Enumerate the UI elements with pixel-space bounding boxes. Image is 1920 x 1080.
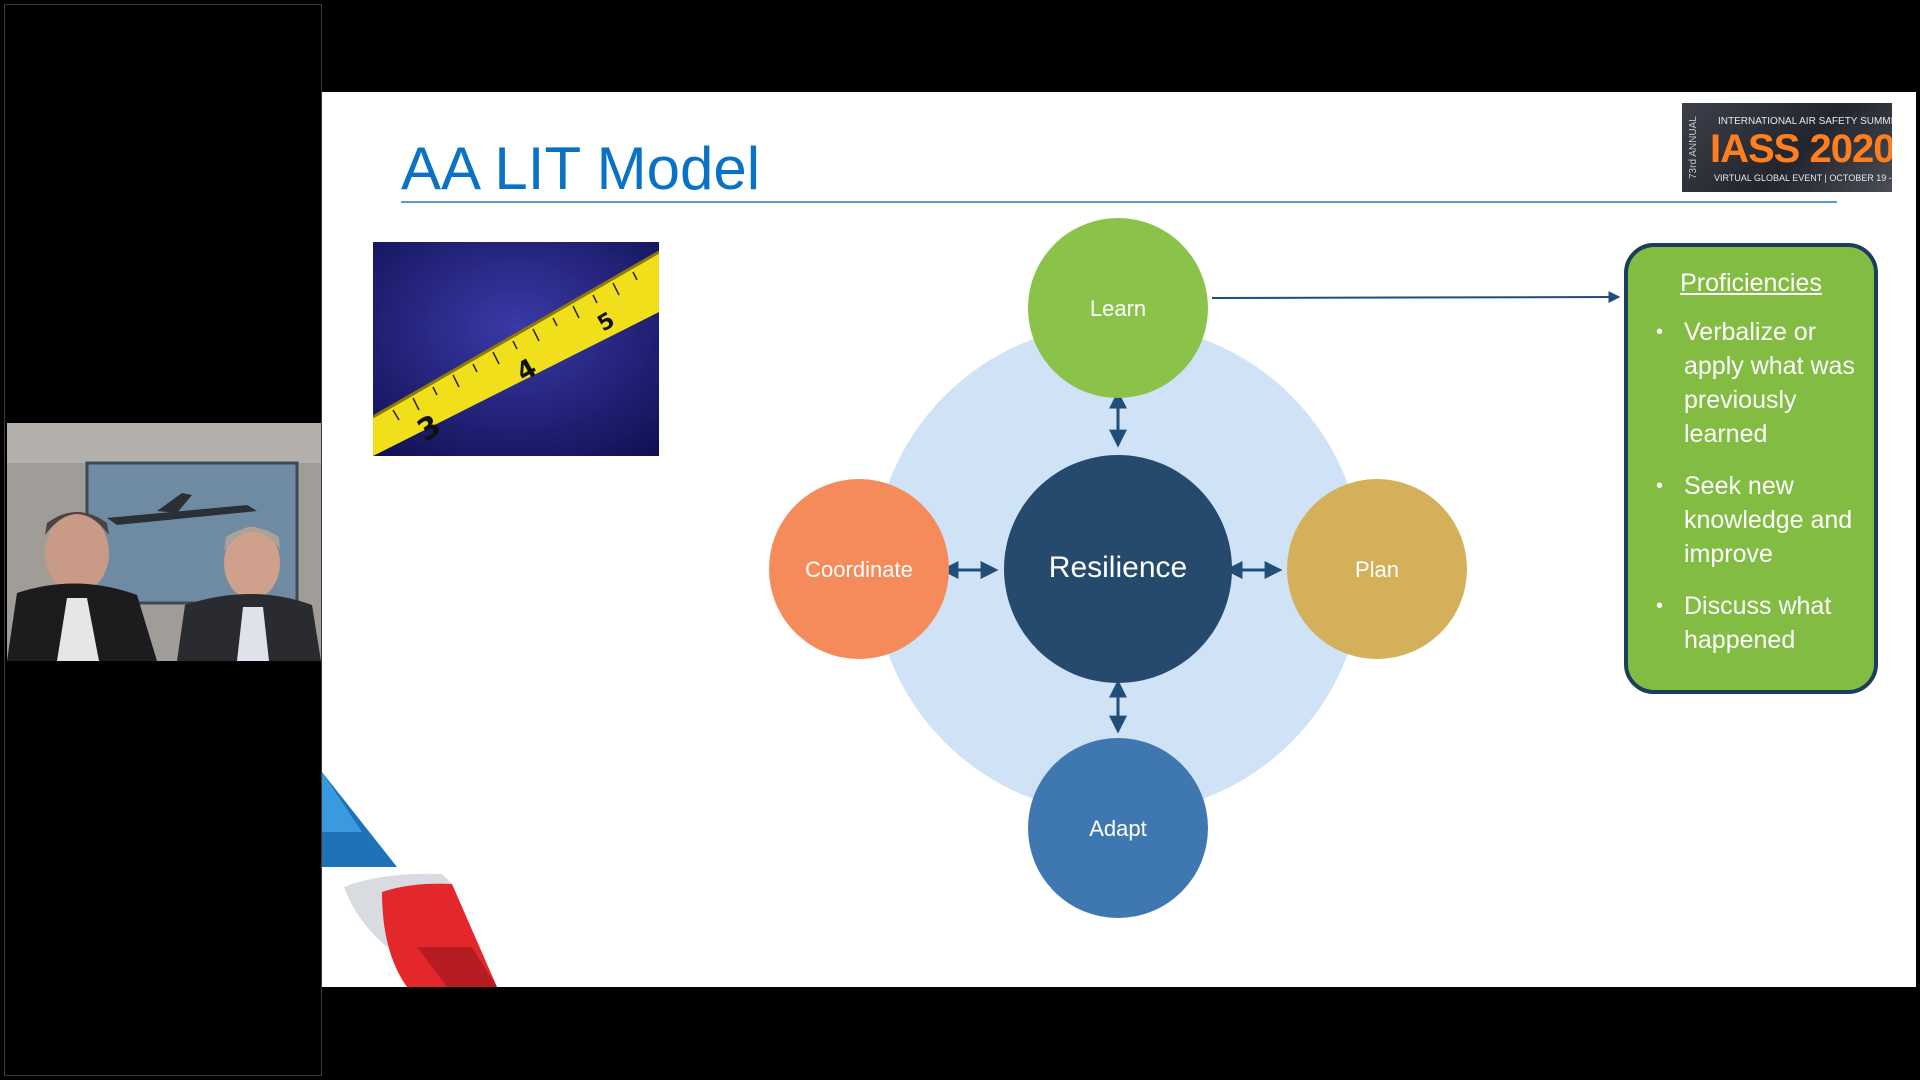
slide-title: AA LIT Model	[401, 135, 761, 202]
iass-logo-top-text: INTERNATIONAL AIR SAFETY SUMMIT	[1718, 116, 1892, 127]
adapt-label: Adapt	[1089, 816, 1147, 841]
video-panel	[4, 4, 322, 1076]
adapt-node	[1028, 738, 1208, 918]
bullet-icon: •	[1656, 595, 1664, 617]
learn-label: Learn	[1089, 296, 1147, 321]
bullet-icon: •	[1656, 321, 1664, 343]
proficiency-text: Seek new knowledge and improve	[1684, 472, 1853, 568]
list-item: • Verbalize or apply what was previously …	[1656, 315, 1866, 451]
plan-node	[1287, 479, 1467, 659]
measuring-tape-image: 3 4 5	[373, 242, 659, 456]
coordinate-label: Coordinate	[805, 557, 913, 582]
iass-event-logo: 73rd ANNUAL INTERNATIONAL AIR SAFETY SUM…	[1682, 103, 1892, 192]
learn-node	[1028, 218, 1208, 398]
american-airlines-logo	[322, 772, 497, 987]
bullet-icon: •	[1656, 475, 1664, 497]
learn-proficiencies-arrow	[1211, 291, 1621, 304]
iass-logo-bottom-text: VIRTUAL GLOBAL EVENT | OCTOBER 19 - 22	[1714, 173, 1892, 183]
proficiencies-title: Proficiencies	[1680, 269, 1822, 297]
proficiencies-box: Proficiencies • Verbalize or apply what w…	[1624, 243, 1878, 694]
plan-label: Plan	[1354, 557, 1400, 582]
iass-logo-main-text: IASS 2020	[1710, 127, 1892, 171]
list-item: • Discuss what happened	[1656, 589, 1866, 657]
list-item: • Seek new knowledge and improve	[1656, 469, 1866, 571]
resilience-label: Resilience	[1048, 551, 1188, 584]
proficiency-text: Discuss what happened	[1684, 592, 1832, 654]
resilience-node	[1004, 455, 1232, 683]
proficiencies-list: • Verbalize or apply what was previously …	[1656, 315, 1866, 675]
title-rule	[401, 201, 1837, 203]
lit-model-diagram	[769, 218, 1621, 918]
speaker-webcam-feed	[7, 423, 321, 661]
slide: AA LIT Model 73rd ANNUAL INTERNATIONAL A…	[322, 92, 1916, 987]
coordinate-node	[769, 479, 949, 659]
proficiency-text: Verbalize or apply what was previously l…	[1684, 318, 1855, 448]
